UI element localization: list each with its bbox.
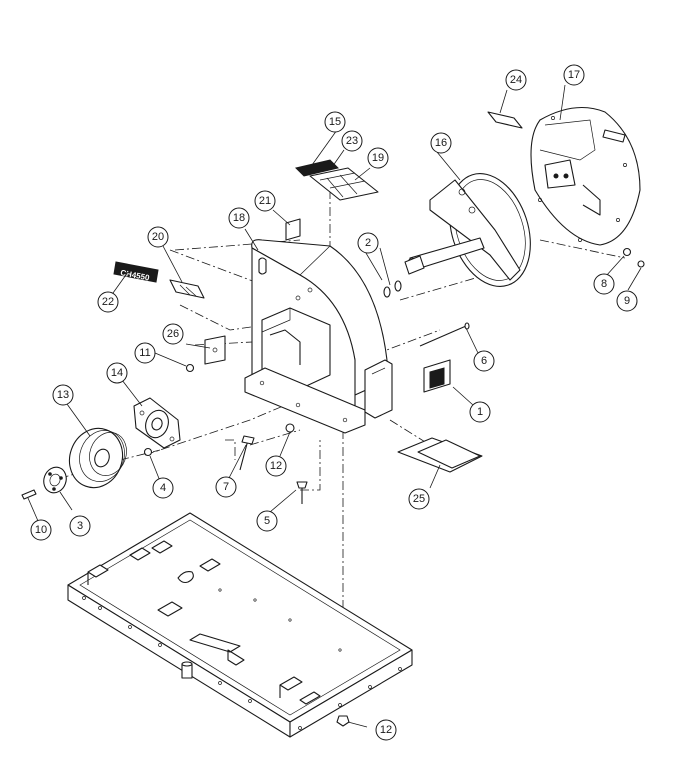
svg-text:15: 15	[329, 116, 341, 128]
leader-lines	[27, 84, 642, 728]
svg-text:1: 1	[477, 406, 483, 418]
svg-text:10: 10	[35, 524, 47, 536]
callout-2: 2	[357, 232, 379, 254]
svg-text:22: 22	[102, 296, 114, 308]
svg-text:18: 18	[233, 212, 245, 224]
svg-text:8: 8	[601, 278, 607, 290]
base-frame	[67, 512, 413, 738]
svg-text:7: 7	[223, 481, 229, 493]
callout-4: 4	[152, 477, 174, 499]
svg-text:20: 20	[152, 231, 164, 243]
bearing-plate-assembly	[404, 173, 531, 287]
callout-12-lower: 12	[375, 719, 397, 741]
callout-10: 10	[30, 519, 52, 541]
callout-22: 22	[97, 291, 119, 313]
svg-text:14: 14	[111, 367, 123, 379]
svg-text:13: 13	[57, 389, 69, 401]
callout-15: 15	[324, 111, 346, 133]
svg-text:24: 24	[510, 74, 522, 86]
svg-text:19: 19	[372, 152, 384, 164]
callout-14: 14	[106, 362, 128, 384]
svg-text:2: 2	[365, 237, 371, 249]
svg-text:9: 9	[624, 295, 630, 307]
callout-26: 26	[162, 323, 184, 345]
callout-9: 9	[616, 290, 638, 312]
svg-text:4: 4	[160, 482, 166, 494]
callout-23: 23	[341, 130, 363, 152]
label-plate-22: CH4550	[113, 261, 159, 283]
svg-text:17: 17	[568, 69, 580, 81]
callout-13: 13	[52, 384, 74, 406]
callout-21: 21	[254, 190, 276, 212]
svg-text:23: 23	[346, 135, 358, 147]
callout-1: 1	[469, 401, 491, 423]
callout-20: 20	[147, 226, 169, 248]
callout-17: 17	[563, 64, 585, 86]
decal-24	[487, 111, 523, 129]
callout-3: 3	[69, 515, 91, 537]
callout-25: 25	[408, 488, 430, 510]
main-housing	[244, 239, 393, 434]
callout-7: 7	[215, 476, 237, 498]
callout-18: 18	[228, 207, 250, 229]
cover-disc	[530, 107, 641, 246]
svg-text:12: 12	[380, 724, 392, 736]
svg-text:11: 11	[139, 347, 150, 359]
taper-hub	[43, 466, 67, 494]
decal-20	[169, 279, 205, 299]
callout-16: 16	[430, 132, 452, 154]
small-hardware	[21, 247, 645, 727]
callout-11: 11	[134, 342, 156, 364]
callout-6: 6	[473, 350, 495, 372]
callout-24: 24	[505, 69, 527, 91]
decal-group-15-23-19	[295, 159, 379, 201]
callout-8: 8	[593, 273, 615, 295]
svg-text:26: 26	[167, 328, 179, 340]
svg-text:25: 25	[413, 493, 425, 505]
svg-text:21: 21	[259, 195, 271, 207]
svg-text:6: 6	[481, 355, 487, 367]
decal-21	[285, 218, 301, 241]
svg-text:12: 12	[270, 460, 282, 472]
callout-19: 19	[367, 147, 389, 169]
callout-12-upper: 12	[265, 455, 287, 477]
svg-text:16: 16	[435, 137, 447, 149]
pulley	[68, 427, 127, 489]
svg-text:3: 3	[77, 520, 83, 532]
svg-text:5: 5	[264, 515, 270, 527]
flange-bearing	[133, 397, 181, 449]
callout-5: 5	[256, 510, 278, 532]
bracket-26	[204, 335, 226, 365]
